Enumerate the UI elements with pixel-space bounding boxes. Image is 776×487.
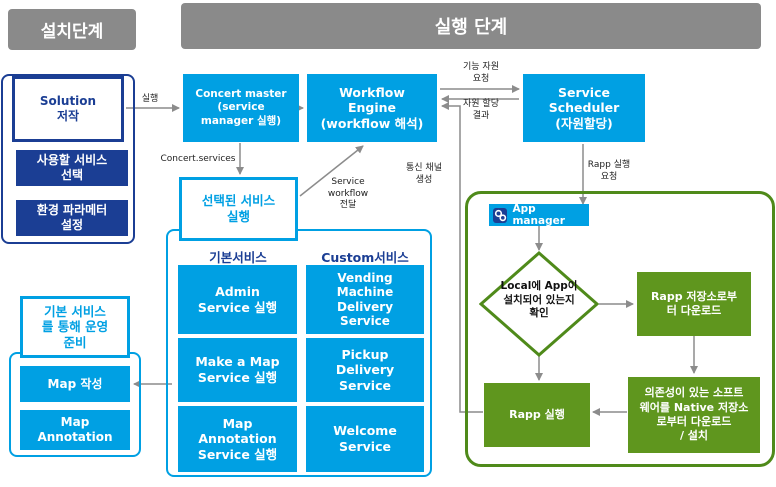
gear-icon — [493, 207, 508, 223]
label-alloc-result: 자원 할당 결과 — [463, 99, 499, 121]
concert-master-box: Concert master (service manager 실행) — [183, 74, 299, 142]
solution-box: Solution 저작 — [12, 76, 124, 142]
workflow-engine-box: Workflow Engine (workflow 해석) — [307, 74, 437, 142]
map-annotation-service-box: Map Annotation Service 실행 — [178, 406, 297, 472]
service-scheduler-box: Service Scheduler (자원할당) — [523, 74, 645, 142]
selected-service-box: 선택된 서비스 실행 — [179, 177, 298, 241]
pickup-delivery-service-box: Pickup Delivery Service — [306, 338, 424, 402]
label-concert-services: Concert.services — [160, 154, 236, 164]
services-frame — [166, 229, 432, 477]
arrow-rapp-to-workflow — [441, 102, 483, 413]
rapp-run-box: Rapp 실행 — [484, 383, 590, 447]
decision-text: Local에 App이 설치되어 있는지 확인 — [500, 280, 578, 320]
basic-services-header: 기본서비스 — [209, 250, 267, 265]
custom-services-header: Custom서비스 — [321, 250, 409, 265]
map-create-box: Map 작성 — [20, 366, 130, 402]
label-comm-channel: 통신 채널 생성 — [406, 163, 442, 185]
download-box: Rapp 저장소로부 터 다운로드 — [637, 272, 751, 336]
env-params-box: 환경 파라메터 설정 — [16, 200, 128, 236]
install-group-frame — [1, 74, 135, 244]
map-annotation-box: Map Annotation — [20, 410, 130, 450]
deps-box: 의존성이 있는 소프트 웨어를 Native 저장소 로부터 다운로드 / 설치 — [628, 377, 760, 453]
arrow-selected-to-workflow — [299, 145, 364, 197]
admin-service-box: Admin Service 실행 — [178, 265, 297, 334]
select-service-box: 사용할 서비스 선택 — [16, 150, 128, 186]
app-manager-header[interactable]: App manager — [489, 203, 589, 227]
make-map-service-box: Make a Map Service 실행 — [178, 338, 297, 402]
app-manager-label: App manager — [512, 203, 565, 227]
vending-delivery-service-box: Vending Machine Delivery Service — [306, 265, 424, 334]
welcome-service-box: Welcome Service — [306, 406, 424, 472]
run-phase-header: 실행 단계 — [181, 3, 761, 49]
label-rapp-run-request: Rapp 실행 요청 — [587, 160, 631, 182]
label-run: 실행 — [141, 94, 159, 104]
app-manager-frame — [465, 191, 775, 467]
label-func-request: 기능 자원 요청 — [463, 62, 499, 84]
decision-diamond — [479, 251, 599, 357]
prep-title-box: 기본 서비스 를 통해 운영 준비 — [20, 296, 130, 358]
install-phase-header: 설치단계 — [8, 9, 136, 50]
label-workflow-transfer: Service workflow 전달 — [327, 177, 369, 211]
